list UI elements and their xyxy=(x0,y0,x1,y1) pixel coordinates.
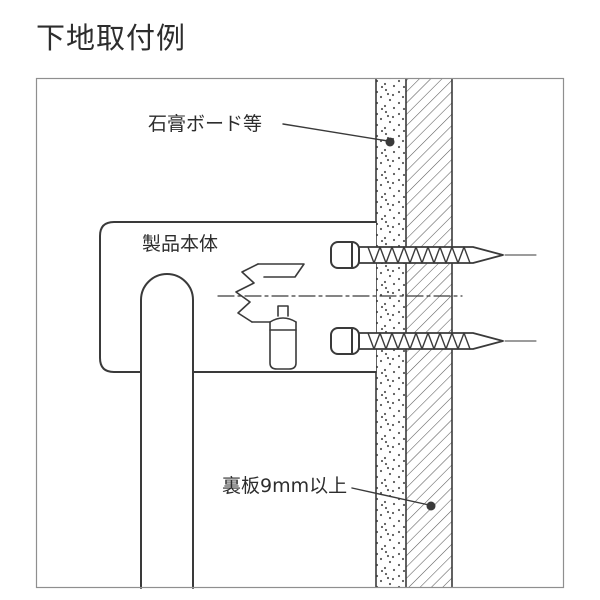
backing-board-leader-line xyxy=(351,487,430,506)
fitting-cylinder-top-arc xyxy=(269,317,297,323)
product-body-label: 製品本体 xyxy=(142,233,218,255)
leader-lines xyxy=(282,123,436,511)
diagram-linework xyxy=(99,78,537,589)
diagram-title: 下地取付例 xyxy=(36,21,186,55)
backing-board-label: 裏板9mm以上 xyxy=(222,475,347,497)
gypsum-board-leader-dot xyxy=(385,137,395,147)
cutaway-detail xyxy=(235,263,305,370)
upper-screw-threads xyxy=(367,246,471,264)
gypsum-board-label: 石膏ボード等 xyxy=(148,112,262,135)
diagram-labels: 石膏ボード等 製品本体 裏板9mm以上 xyxy=(142,112,347,497)
upper-screw-shaft-outline xyxy=(358,246,504,264)
break-line-zigzag xyxy=(235,263,259,323)
diagram-frame-border xyxy=(35,77,565,589)
lower-screw xyxy=(330,327,537,355)
slot-upper-edge xyxy=(257,263,305,278)
lower-screw-head xyxy=(330,327,360,355)
upper-screw-head xyxy=(330,241,360,269)
upper-screw xyxy=(330,241,537,269)
backing-board-leader-dot xyxy=(426,501,436,511)
gypsum-board-leader-line xyxy=(282,123,389,142)
fitting-tab xyxy=(277,305,289,317)
lower-screw-threads xyxy=(367,332,471,350)
lower-screw-shaft-outline xyxy=(358,332,504,350)
handle-post-outline xyxy=(140,273,194,589)
fitting-cylinder-outline xyxy=(269,321,297,370)
